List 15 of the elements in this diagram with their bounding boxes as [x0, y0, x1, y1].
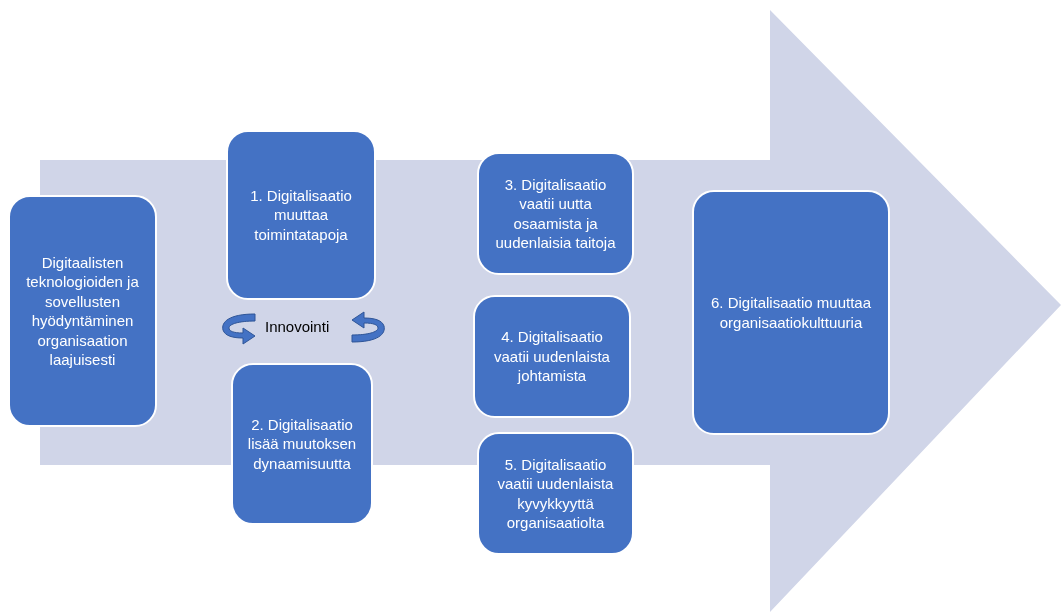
- box-text: 5. Digitalisaatio vaatii uudenlaista kyvykkyyttä organisaatiolta: [496, 454, 615, 533]
- box-text: 1. Digitalisaatio muuttaa toimintatapoja: [249, 185, 353, 245]
- box-text: 6. Digitalisaatio muuttaa organisaatiokulttuuria: [709, 293, 873, 332]
- box-text: 2. Digitalisaatio lisää muutoksen dynaamisuutta: [246, 414, 358, 474]
- process-box: [692, 190, 890, 435]
- process-box: [231, 363, 373, 525]
- process-box: [473, 295, 631, 418]
- process-box: [8, 195, 157, 427]
- box-text: 4. Digitalisaatio vaatii uudenlaista johtamista: [493, 327, 611, 386]
- process-box: [477, 152, 634, 275]
- box-text: Digitaalisten teknologioiden ja sovellusten hyödyntäminen organisaation laajuisesti: [25, 252, 140, 370]
- box-text: 3. Digitalisaatio vaatii uutta osaamista ja uudenlaisia taitoja: [494, 174, 617, 253]
- process-box: [477, 432, 634, 555]
- process-box: [226, 130, 376, 300]
- cycle-label: Innovointi: [265, 318, 330, 335]
